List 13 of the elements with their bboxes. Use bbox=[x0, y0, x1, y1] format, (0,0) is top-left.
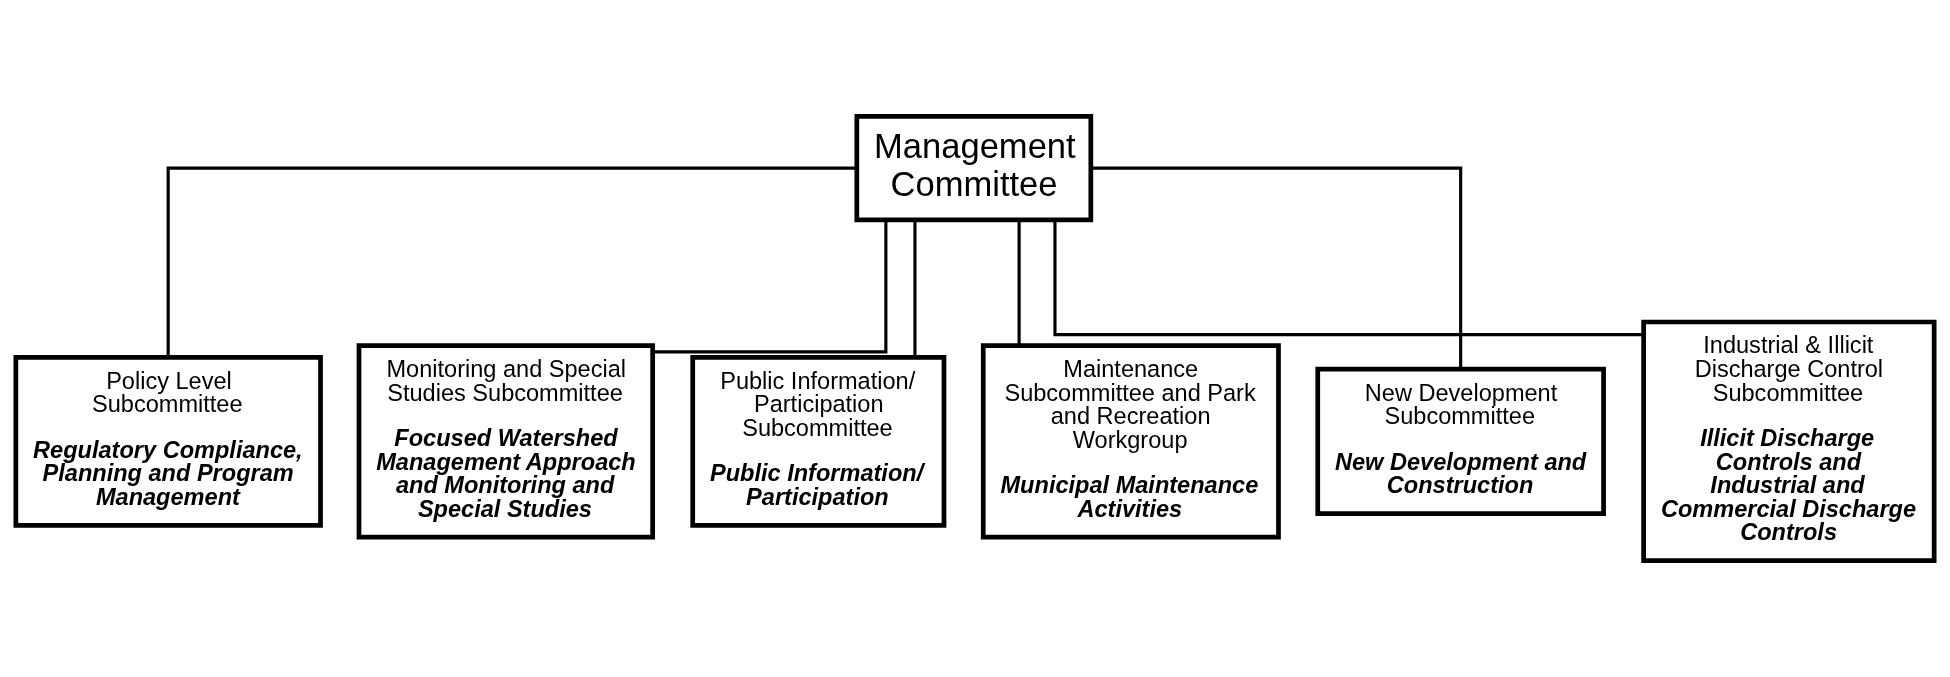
node-box: Public Information/ Participation Subcommittee Public Information/ Participation bbox=[690, 355, 947, 528]
node-box: New Development Subcommittee New Development and Construction bbox=[1315, 366, 1606, 516]
connector bbox=[652, 220, 888, 354]
connector bbox=[1053, 220, 1644, 337]
connector bbox=[166, 166, 857, 358]
connector bbox=[1017, 220, 1021, 346]
connector bbox=[913, 220, 917, 358]
node-box: Monitoring and Special Studies Subcommittee Focused Watershed Management Approach and Monitoring and Special Studies bbox=[356, 343, 656, 540]
node-box: Management Committee bbox=[854, 113, 1094, 223]
node-box: Policy Level Subcommittee Regulatory Compliance, Planning and Program Management bbox=[13, 355, 323, 528]
node-box: Industrial & Illicit Discharge Control Subcommittee Illicit Discharge Controls and Industrial and Commercial Discharge Controls bbox=[1641, 319, 1937, 564]
node-box: Maintenance Subcommittee and Park and Recreation Workgroup Municipal Maintenance Activities bbox=[980, 343, 1281, 540]
connector bbox=[1091, 166, 1463, 369]
